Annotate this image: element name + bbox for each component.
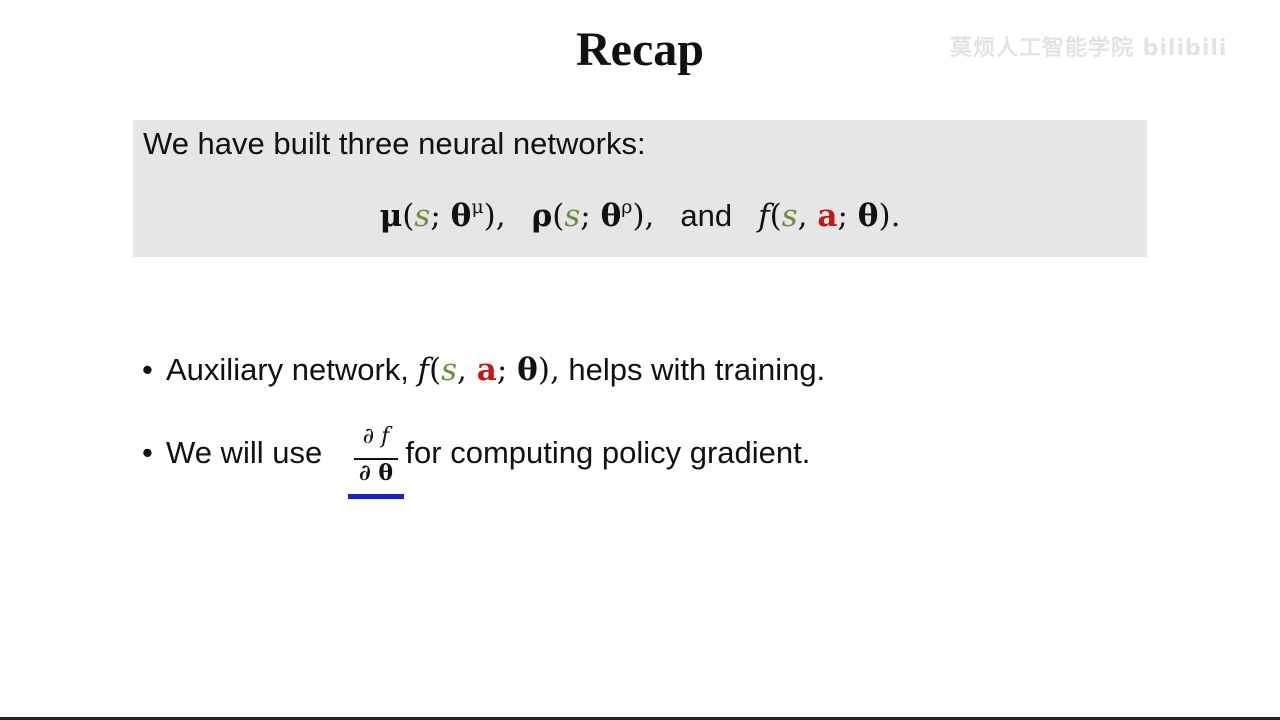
- and-word: and: [680, 198, 733, 233]
- bullet-auxiliary-network: •Auxiliary network, f(s, a; θ), helps wi…: [142, 352, 826, 388]
- f-network: f(s, a; θ).: [758, 198, 901, 234]
- networks-formula: μ(s; θμ), ρ(s; θρ), and f(s, a; θ).: [133, 196, 1147, 234]
- bullet-dot: •: [142, 352, 153, 387]
- bottom-border-line: [0, 717, 1280, 720]
- fraction-numerator: ∂ f: [362, 424, 390, 449]
- fraction-bar: [354, 458, 398, 460]
- box-intro-text: We have built three neural networks:: [143, 126, 646, 161]
- bullet-policy-gradient: •We will use for computing policy gradie…: [142, 435, 811, 470]
- bullet-dot: •: [142, 435, 153, 470]
- f-expression: f(s, a; θ),: [417, 352, 560, 388]
- fraction-underline: [348, 494, 404, 499]
- watermark-logo: 莫烦人工智能学院 bilibili: [950, 36, 1228, 61]
- partial-derivative-fraction: ∂ f ∂ θ: [348, 424, 404, 500]
- rho-network: ρ(s; θρ),: [531, 196, 655, 234]
- slide-title: Recap: [576, 23, 704, 76]
- fraction-denominator: ∂ θ: [358, 460, 394, 486]
- networks-summary-box: We have built three neural networks: μ(s…: [133, 120, 1147, 257]
- mu-network: μ(s; θμ),: [379, 196, 506, 234]
